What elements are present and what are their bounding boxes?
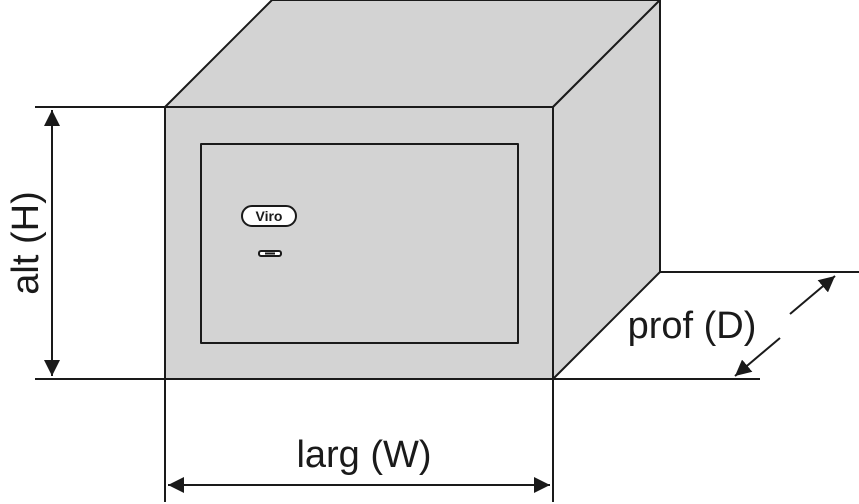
safe-body bbox=[164, 0, 661, 380]
viro-logo: Viro bbox=[241, 205, 297, 227]
viro-logo-badge bbox=[241, 205, 297, 227]
safe-door bbox=[200, 143, 519, 344]
depth-dimension bbox=[734, 275, 836, 377]
floor-guides bbox=[553, 271, 859, 380]
depth-label: prof (D) bbox=[628, 305, 757, 347]
height-label: alt (H) bbox=[5, 191, 47, 294]
height-dimension bbox=[35, 106, 165, 380]
brand-label: Viro bbox=[256, 208, 283, 224]
depth-arrow-lower bbox=[734, 337, 781, 377]
width-label: larg (W) bbox=[296, 434, 431, 476]
depth-arrow-upper bbox=[789, 275, 836, 315]
width-dimension bbox=[164, 379, 554, 502]
keyhole-icon bbox=[258, 250, 282, 257]
